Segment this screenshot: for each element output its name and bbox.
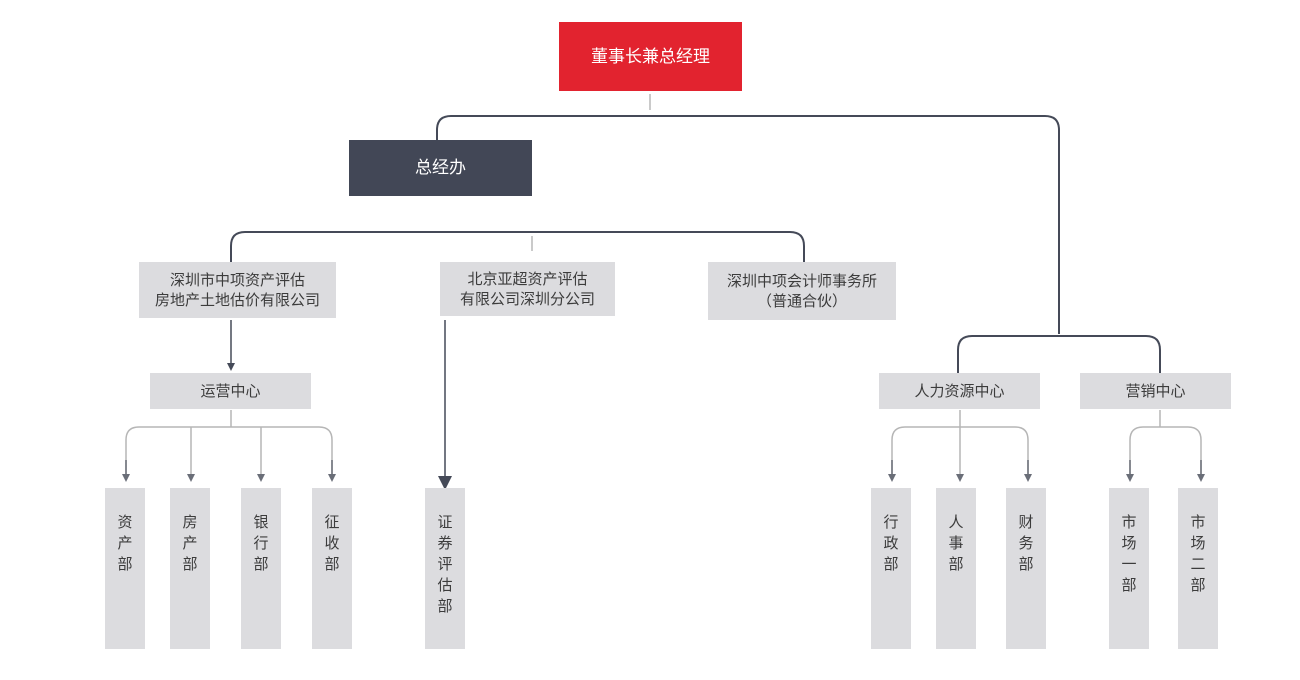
dept-assets-label: 资产部 (117, 513, 133, 573)
dept-admin-label: 行政部 (883, 513, 899, 573)
chairman-node: 董事长兼总经理 (559, 22, 742, 91)
dept-bank: 银行部 (241, 488, 281, 649)
dept-real-estate: 房产部 (170, 488, 210, 649)
companies-bracket (230, 231, 805, 262)
centers-bracket (957, 335, 1161, 374)
company-b-node: 北京亚超资产评估 有限公司深圳分公司 (440, 262, 615, 316)
dept-finance: 财务部 (1006, 488, 1046, 649)
company-c-node: 深圳中项会计师事务所 （普通合伙） (708, 262, 896, 320)
dept-market-1-label: 市场一部 (1121, 513, 1137, 594)
dept-expropriation: 征收部 (312, 488, 352, 649)
dept-securities-label: 证券评估部 (437, 513, 453, 615)
company-c-label: 深圳中项会计师事务所 （普通合伙） (726, 272, 877, 310)
top-bracket (436, 115, 1060, 334)
dept-assets: 资产部 (105, 488, 145, 649)
dept-bank-label: 银行部 (253, 513, 269, 573)
dept-real-estate-label: 房产部 (182, 513, 198, 573)
ops-center-node: 运营中心 (150, 373, 311, 409)
marketing-fan (1129, 426, 1202, 474)
ops-fan (125, 426, 333, 474)
marketing-center-node: 营销中心 (1080, 373, 1231, 409)
dept-admin: 行政部 (871, 488, 911, 649)
dept-personnel-label: 人事部 (948, 513, 964, 573)
dept-market-1: 市场一部 (1109, 488, 1149, 649)
hr-center-label: 人力资源中心 (914, 382, 1005, 400)
company-a-node: 深圳市中项资产评估 房地产土地估价有限公司 (139, 262, 336, 318)
dept-market-2-label: 市场二部 (1190, 513, 1206, 594)
dept-expropriation-label: 征收部 (324, 513, 340, 573)
gm-office-label: 总经办 (415, 158, 466, 178)
dept-finance-label: 财务部 (1018, 513, 1034, 573)
marketing-center-label: 营销中心 (1125, 382, 1186, 400)
chairman-label: 董事长兼总经理 (591, 46, 710, 67)
hr-center-node: 人力资源中心 (879, 373, 1040, 409)
company-b-label: 北京亚超资产评估 有限公司深圳分公司 (459, 270, 595, 308)
ops-center-label: 运营中心 (200, 382, 261, 400)
dept-personnel: 人事部 (936, 488, 976, 649)
dept-securities: 证券评估部 (425, 488, 465, 649)
gm-office-node: 总经办 (349, 140, 532, 196)
company-a-label: 深圳市中项资产评估 房地产土地估价有限公司 (154, 271, 320, 309)
dept-market-2: 市场二部 (1178, 488, 1218, 649)
